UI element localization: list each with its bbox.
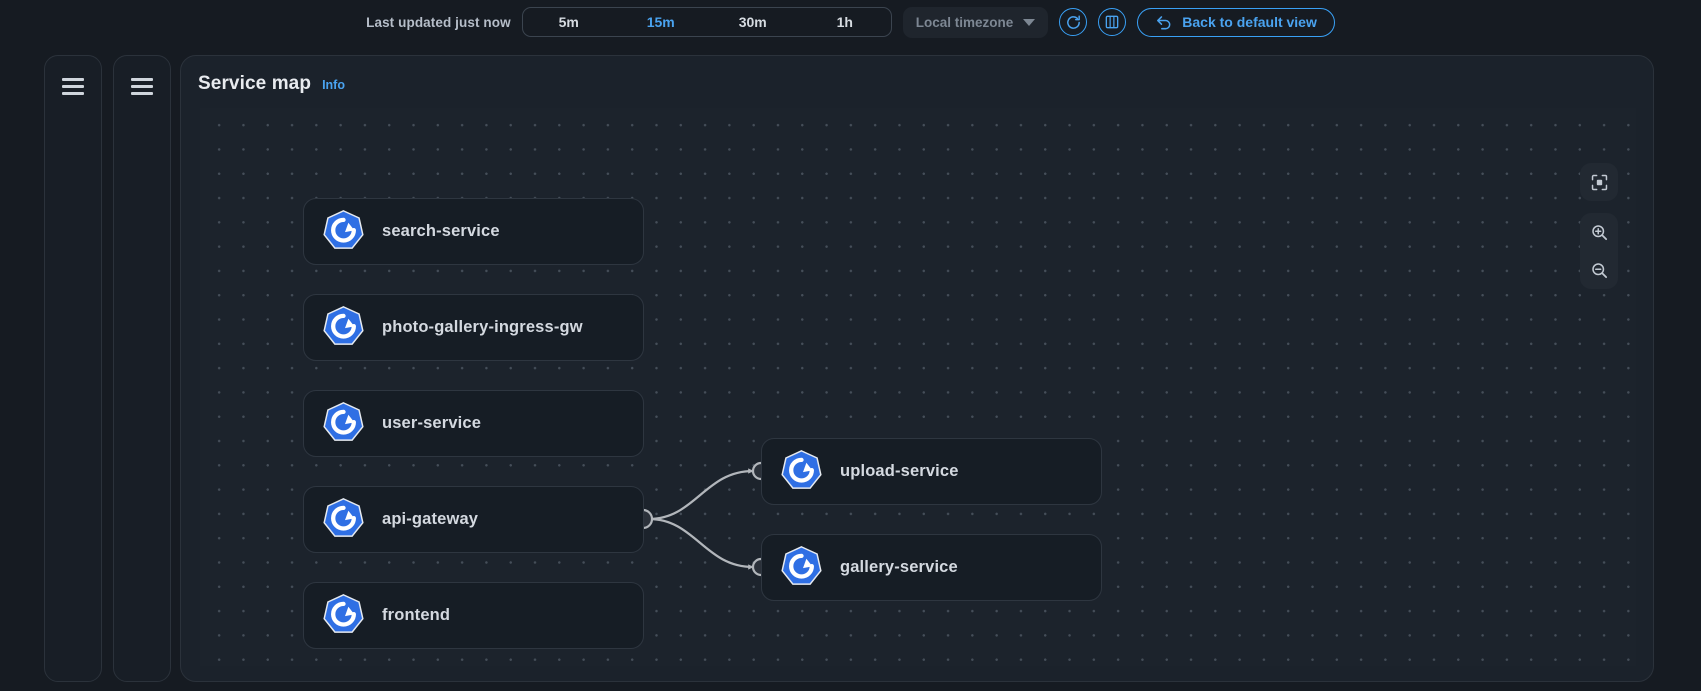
info-link[interactable]: Info — [322, 78, 345, 92]
zoom-in-button[interactable] — [1580, 213, 1618, 251]
chevron-down-icon — [1023, 18, 1036, 26]
undo-arrow-icon — [1157, 16, 1171, 30]
refresh-button[interactable] — [1059, 8, 1088, 36]
left-panel-2-toggle[interactable] — [113, 55, 171, 682]
fit-screen-icon — [1591, 174, 1607, 190]
zoom-out-icon — [1591, 262, 1607, 278]
service-map-canvas[interactable]: search-service photo-gallery-ingress-gw … — [200, 108, 1636, 666]
service-node-photo-gallery-ingress-gw[interactable]: photo-gallery-ingress-gw — [303, 294, 644, 361]
service-node-label: photo-gallery-ingress-gw — [382, 318, 583, 336]
service-map-card: Service map Info — [180, 55, 1654, 682]
service-node-upload-service[interactable]: upload-service — [761, 438, 1102, 505]
service-node-label: user-service — [382, 414, 482, 432]
back-to-default-view-label: Back to default view — [1182, 14, 1317, 30]
timezone-label: Local timezone — [915, 14, 1014, 30]
service-node-label: frontend — [382, 606, 451, 624]
service-node-api-gateway[interactable]: api-gateway — [303, 486, 644, 553]
fit-to-screen-group — [1580, 163, 1618, 201]
kubernetes-service-icon — [323, 402, 364, 441]
service-node-user-service[interactable]: user-service — [303, 390, 644, 457]
kubernetes-service-icon — [323, 306, 364, 345]
service-node-gallery-service[interactable]: gallery-service — [761, 534, 1102, 601]
time-range-5m[interactable]: 5m — [523, 8, 615, 36]
service-node-label: upload-service — [840, 462, 959, 480]
kubernetes-service-icon — [781, 450, 822, 489]
kubernetes-service-icon — [781, 546, 822, 585]
timezone-dropdown[interactable]: Local timezone — [902, 6, 1049, 38]
time-range-selector[interactable]: 5m 15m 30m 1h — [521, 7, 892, 37]
zoom-out-button[interactable] — [1580, 251, 1618, 289]
page-title: Service map — [198, 73, 312, 94]
kubernetes-service-icon — [323, 210, 364, 249]
service-node-label: gallery-service — [840, 558, 958, 576]
service-node-label: search-service — [382, 222, 500, 240]
kubernetes-service-icon — [323, 594, 364, 633]
hamburger-icon — [62, 78, 84, 681]
kubernetes-service-icon — [323, 498, 364, 537]
top-toolbar: Last updated just now 5m 15m 30m 1h Loca… — [0, 0, 1701, 44]
zoom-in-icon — [1591, 224, 1607, 240]
left-panel-1-toggle[interactable] — [44, 55, 102, 682]
service-node-frontend[interactable]: frontend — [303, 582, 644, 649]
edge-api-gateway-to-upload-service — [648, 468, 754, 521]
layout-columns-button[interactable] — [1098, 8, 1127, 36]
edge-api-gateway-to-gallery-service — [648, 517, 754, 570]
columns-icon — [1105, 15, 1119, 29]
last-updated-text: Last updated just now — [366, 14, 511, 30]
card-header: Service map Info — [181, 56, 1653, 95]
hamburger-icon — [131, 78, 153, 681]
time-range-30m[interactable]: 30m — [707, 8, 799, 36]
service-node-label: api-gateway — [382, 510, 479, 528]
refresh-icon — [1066, 15, 1080, 29]
back-to-default-view-button[interactable]: Back to default view — [1137, 7, 1335, 37]
zoom-button-group — [1580, 213, 1618, 289]
service-node-search-service[interactable]: search-service — [303, 198, 644, 265]
time-range-15m[interactable]: 15m — [615, 8, 707, 36]
fit-to-screen-button[interactable] — [1580, 163, 1618, 201]
time-range-1h[interactable]: 1h — [799, 8, 891, 36]
canvas-controls — [1580, 163, 1618, 289]
